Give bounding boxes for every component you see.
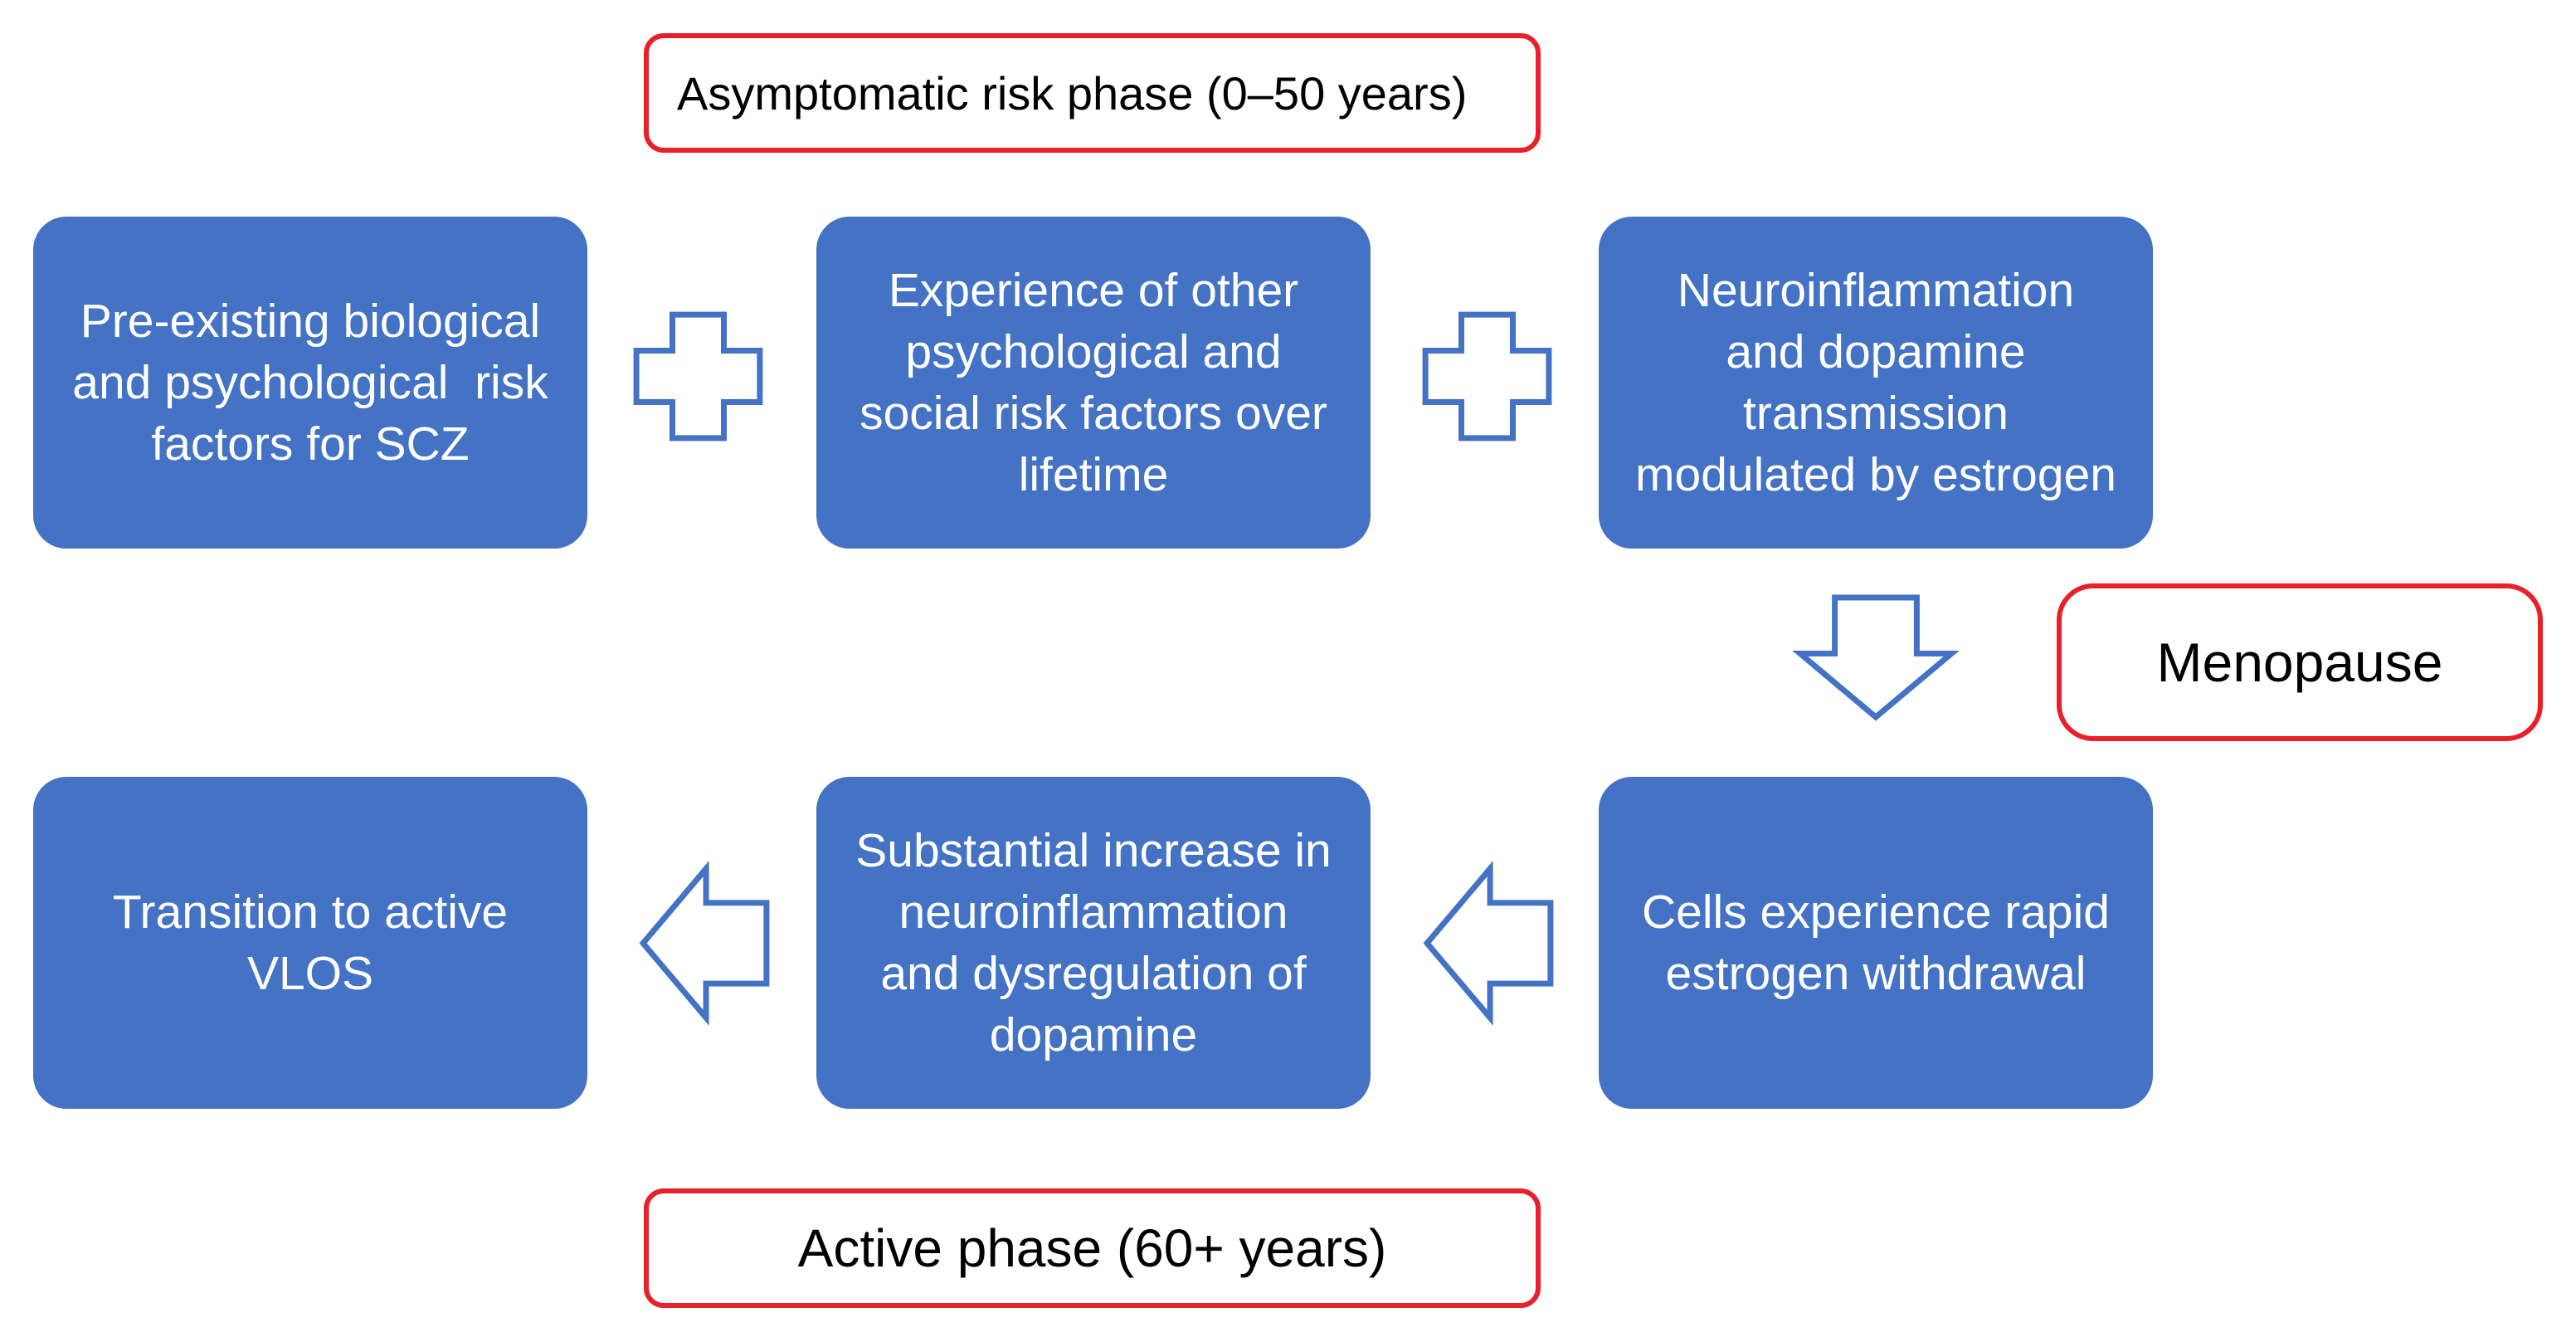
box-text-line: lifetime <box>1018 448 1169 501</box>
box-neuroinflammation-increase: Substantial increase in neuroinflammatio… <box>816 777 1371 1109</box>
arrow-left-icon <box>1424 866 1553 1021</box>
box-text-line: and dysregulation of <box>880 947 1307 1000</box>
box-text-line: Transition to active <box>112 886 509 939</box>
phase-label-active: Active phase (60+ years) <box>644 1188 1541 1308</box>
phase-label-text: Active phase (60+ years) <box>797 1218 1387 1278</box>
box-text-line: modulated by estrogen <box>1635 448 2116 501</box>
box-text-line: psychological and <box>905 325 1282 378</box>
box-text-line: Neuroinflammation <box>1677 264 2075 317</box>
arrow-left-icon <box>640 866 769 1021</box>
phase-label-text: Menopause <box>2156 632 2443 693</box>
phase-label-menopause: Menopause <box>2057 583 2543 741</box>
plus-icon <box>634 312 762 441</box>
box-text-line: social risk factors over <box>859 387 1327 440</box>
box-text-line: estrogen withdrawal <box>1665 947 2087 1000</box>
phase-label-asymptomatic: Asymptomatic risk phase (0–50 years) <box>644 33 1541 153</box>
box-text-line: factors for SCZ <box>151 417 470 471</box>
box-estrogen-withdrawal: Cells experience rapid estrogen withdraw… <box>1599 777 2153 1109</box>
box-text-line: transmission <box>1743 387 2009 440</box>
box-text-line: neuroinflammation <box>898 886 1288 939</box>
box-preexisting-risk: Pre-existing biological and psychologica… <box>33 217 587 549</box>
box-text-line: Substantial increase in <box>855 824 1332 877</box>
box-text-line: Pre-existing biological <box>80 295 541 348</box>
box-text-line: Experience of other <box>888 264 1299 317</box>
plus-icon <box>1423 312 1551 441</box>
box-text-line: VLOS <box>246 947 374 1000</box>
box-estrogen-modulation: Neuroinflammation and dopamine transmiss… <box>1599 217 2153 549</box>
box-active-vlos: Transition to active VLOS <box>33 777 587 1109</box>
box-text-line: Cells experience rapid <box>1642 886 2110 939</box>
phase-label-text: Asymptomatic risk phase (0–50 years) <box>677 66 1468 120</box>
box-text-line: dopamine <box>989 1008 1198 1061</box>
box-text-line: and psychological risk <box>72 356 548 409</box>
box-text-line: and dopamine <box>1726 325 2026 378</box>
arrow-down-icon <box>1797 595 1955 720</box>
box-lifetime-risk: Experience of other psychological and so… <box>816 217 1371 549</box>
